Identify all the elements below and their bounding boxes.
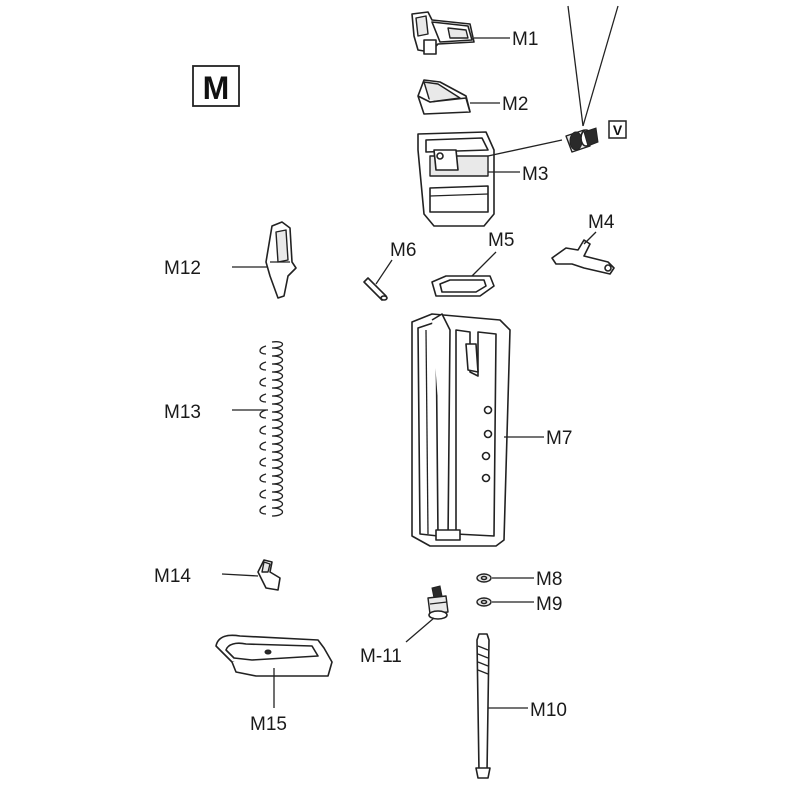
- part-m9: [476, 597, 492, 607]
- leader-m11: [405, 617, 435, 643]
- part-m4: [551, 239, 615, 275]
- leader-m3-to-valve: [487, 139, 563, 157]
- part-m14: [257, 559, 281, 591]
- part-m10: [475, 633, 491, 779]
- valve-badge-text: V: [613, 122, 623, 138]
- label-m13: M13: [164, 402, 201, 423]
- part-m1: [411, 11, 475, 55]
- part-m8: [476, 573, 492, 583]
- label-m7: M7: [546, 428, 572, 449]
- label-m11: M-11: [360, 646, 402, 667]
- part-m6: [363, 277, 388, 301]
- leader-m6: [375, 259, 393, 285]
- label-m5: M5: [488, 230, 514, 251]
- section-label-text: M: [203, 70, 230, 106]
- label-m10: M10: [530, 700, 567, 721]
- part-m7: [411, 313, 511, 547]
- label-m12: M12: [164, 258, 201, 279]
- section-label: M: [192, 65, 240, 107]
- pointer-line-right: [582, 5, 619, 127]
- leader-m14: [221, 573, 259, 577]
- part-m5: [431, 275, 495, 297]
- label-m4: M4: [588, 212, 615, 233]
- label-m6: M6: [390, 240, 416, 261]
- label-m14: M14: [154, 566, 191, 587]
- part-m12: [265, 221, 297, 299]
- leader-m4: [583, 231, 597, 245]
- part-m11: [427, 585, 449, 620]
- part-m13: [259, 341, 284, 517]
- label-m9: M9: [536, 594, 562, 615]
- label-m8: M8: [536, 569, 562, 590]
- label-m3: M3: [522, 164, 548, 185]
- part-valve-v: [565, 127, 599, 153]
- pointer-line-left: [567, 5, 584, 127]
- part-m3: [417, 131, 495, 227]
- part-m15: [215, 634, 333, 677]
- leader-m5: [471, 251, 497, 277]
- part-m2: [417, 79, 471, 115]
- label-m2: M2: [502, 94, 528, 115]
- label-m1: M1: [512, 29, 538, 50]
- valve-badge: V: [608, 120, 627, 139]
- label-m15: M15: [250, 714, 287, 735]
